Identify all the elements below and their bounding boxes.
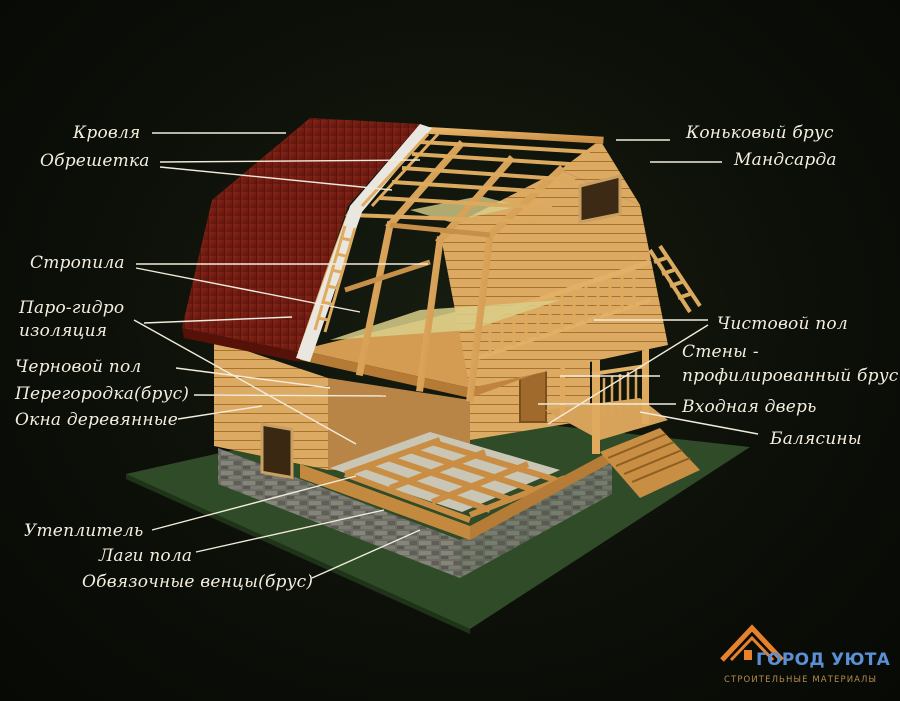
logo-subtitle: СТРОИТЕЛЬНЫЕ МАТЕРИАЛЫ <box>724 675 878 685</box>
label-vapor-line2: изоляция <box>19 321 108 341</box>
label-walls-line2: профилированный брус <box>682 366 899 386</box>
label-walls-line1: Стены - <box>682 342 759 362</box>
logo-name: ГОРОД УЮТА <box>756 650 891 670</box>
label-crowns: Обвязочные венцы(брус) <box>82 572 314 592</box>
porch-floor <box>545 398 668 440</box>
leader-windows <box>177 405 263 420</box>
leader-joists <box>195 509 385 553</box>
leader-rafters-2 <box>135 267 361 313</box>
label-ridge: Коньковый брус <box>686 123 834 143</box>
label-lathing: Обрешетка <box>40 151 150 171</box>
left-wall-ground <box>214 340 328 470</box>
lathing <box>349 140 591 224</box>
leader-lathing-1 <box>159 159 421 163</box>
label-windows: Окна деревянные <box>15 410 179 430</box>
label-finish-floor: Чистовой пол <box>717 314 848 334</box>
label-joists: Лаги пола <box>99 546 193 566</box>
label-partition: Перегородка(брус) <box>15 384 190 404</box>
label-door: Входная дверь <box>682 397 817 417</box>
label-rafters: Стропила <box>30 253 125 273</box>
label-subfloor: Черновой пол <box>15 357 142 377</box>
leader-subfloor <box>175 367 331 389</box>
label-insulation: Утеплитель <box>24 521 144 541</box>
leader-insulation <box>151 475 357 531</box>
floor-insulation <box>330 432 560 512</box>
leader-finish-floor-2 <box>547 324 709 425</box>
logo-house-icon <box>720 624 784 662</box>
stone-foundation <box>218 448 460 578</box>
leader-vapor <box>143 316 293 324</box>
label-roof: Кровля <box>73 123 141 143</box>
leader-partition <box>193 394 387 397</box>
leader-lathing-2 <box>159 166 393 191</box>
label-mansard: Мандсарда <box>734 150 837 170</box>
leader-vapor-2 <box>133 319 357 445</box>
label-vapor-line1: Паро-гидро <box>19 298 125 318</box>
porch-steps <box>600 428 700 498</box>
label-balusters: Балясины <box>770 429 862 449</box>
leader-balusters <box>639 411 759 435</box>
roof-covering <box>182 118 420 352</box>
company-logo: ГОРОД УЮТА СТРОИТЕЛЬНЫЕ МАТЕРИАЛЫ <box>722 620 892 690</box>
leader-crowns <box>311 529 421 579</box>
